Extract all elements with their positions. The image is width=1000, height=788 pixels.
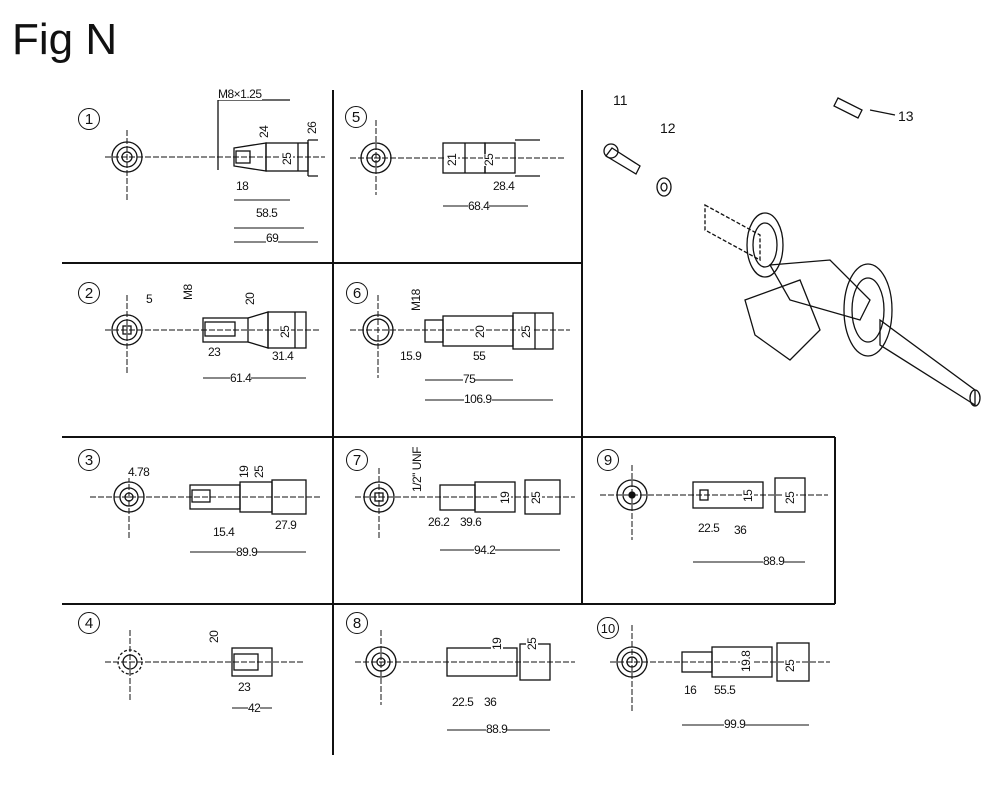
- end-view-circles: [111, 141, 648, 678]
- dim-label: 94.2: [474, 543, 496, 557]
- part-callout-12: 12: [660, 120, 676, 136]
- panel-number-10: 10: [597, 617, 619, 639]
- panel-number-3: 3: [78, 449, 100, 471]
- panel-number-4: 4: [78, 612, 100, 634]
- panel-number-2: 2: [78, 282, 100, 304]
- dim-label: 18: [236, 179, 249, 193]
- dim-label: 24: [257, 125, 271, 138]
- dim-label: 4.78: [128, 465, 150, 479]
- panel-number-1: 1: [78, 108, 100, 130]
- dim-label: 25: [783, 491, 797, 504]
- dim-label: 19.8: [739, 650, 753, 672]
- panel-number-7: 7: [346, 449, 368, 471]
- dim-label: M18: [409, 289, 423, 311]
- dim-label: 15: [741, 489, 755, 502]
- crankshaft-illustration: [603, 97, 981, 407]
- dim-label: 106.9: [464, 392, 492, 406]
- dim-label: 22.5: [452, 695, 474, 709]
- dimension-lines: [190, 199, 809, 731]
- dim-label: 36: [734, 523, 747, 537]
- panel-number-9: 9: [597, 449, 619, 471]
- dim-label: 88.9: [763, 554, 785, 568]
- shaft-profiles: [189, 99, 810, 682]
- part-callout-11: 11: [613, 92, 628, 108]
- dim-label: 75: [463, 372, 476, 386]
- dim-label: 25: [482, 153, 496, 166]
- dim-label: 58.5: [256, 206, 278, 220]
- dim-label: 39.6: [460, 515, 482, 529]
- dim-label: 20: [243, 292, 257, 305]
- panel-number-8: 8: [346, 612, 368, 634]
- dim-label: 15.9: [400, 349, 422, 363]
- dim-label: 1/2" UNF: [410, 447, 424, 492]
- dim-label: 42: [248, 701, 261, 715]
- dim-label: 19: [490, 637, 504, 650]
- dim-label: 25: [529, 491, 543, 504]
- dim-label: 20: [207, 630, 221, 643]
- dim-label: 5: [146, 292, 153, 306]
- dim-label: 26.2: [428, 515, 450, 529]
- centerlines: [90, 120, 830, 712]
- panel-number-5: 5: [345, 106, 367, 128]
- dim-label: 36: [484, 695, 497, 709]
- dim-label: 23: [238, 680, 251, 694]
- dim-label: 19: [237, 465, 251, 478]
- dim-label: 26: [305, 121, 319, 134]
- dim-label: 55.5: [714, 683, 736, 697]
- dim-label: 61.4: [230, 371, 252, 385]
- dim-label: 22.5: [698, 521, 720, 535]
- panel-number-6: 6: [346, 282, 368, 304]
- dim-label: 28.4: [493, 179, 515, 193]
- dim-label: 20: [473, 325, 487, 338]
- dim-label: 89.9: [236, 545, 258, 559]
- part-callout-13: 13: [898, 108, 914, 124]
- dim-label: 23: [208, 345, 221, 359]
- figure-title: Fig N: [12, 15, 118, 64]
- dim-label: 55: [473, 349, 486, 363]
- dim-label: 25: [252, 465, 266, 478]
- dim-label: 25: [280, 152, 294, 165]
- dim-label: 99.9: [724, 717, 746, 731]
- dim-label: 16: [684, 683, 697, 697]
- dim-label: 88.9: [486, 722, 508, 736]
- dim-label: 25: [519, 325, 533, 338]
- dim-label: 69: [266, 231, 279, 245]
- dim-label: 15.4: [213, 525, 235, 539]
- dim-label: 27.9: [275, 518, 297, 532]
- dim-label: M8: [181, 284, 195, 300]
- dim-label: 25: [783, 659, 797, 672]
- dim-label: 25: [278, 325, 292, 338]
- dim-label: M8×1.25: [218, 87, 262, 101]
- dim-label: 31.4: [272, 349, 294, 363]
- dim-label: 21: [445, 153, 459, 166]
- panel-grid-lines: [62, 90, 836, 755]
- dim-label: 19: [498, 491, 512, 504]
- dim-label: 25: [525, 637, 539, 650]
- dim-label: 68.4: [468, 199, 490, 213]
